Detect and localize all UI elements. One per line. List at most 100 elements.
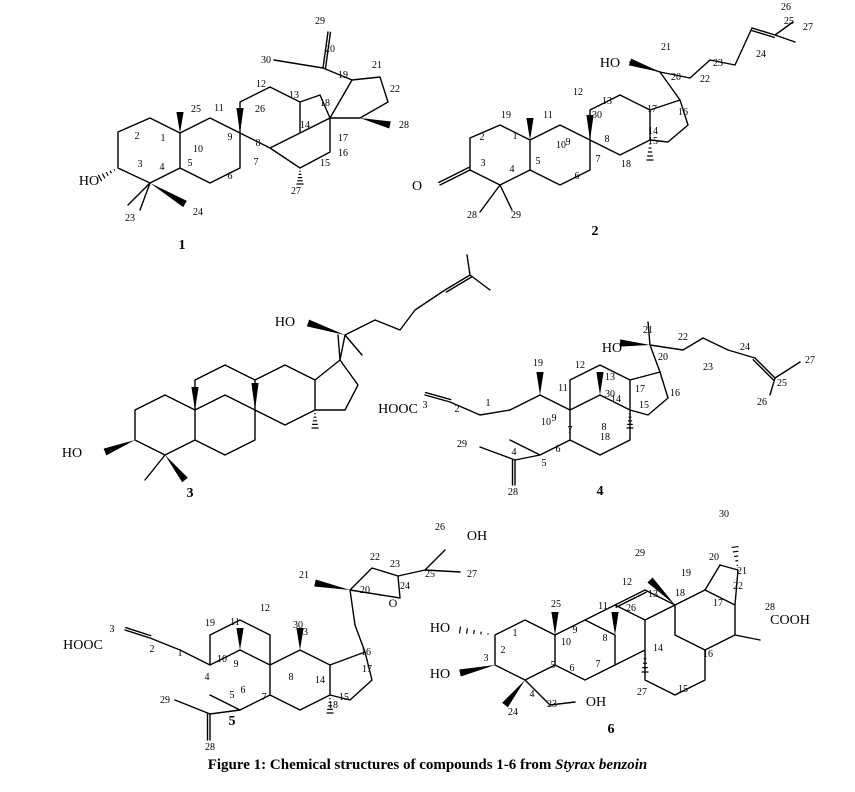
- undefined-atom-5: 5: [551, 660, 556, 671]
- undefined-atom-26: 26: [626, 603, 636, 614]
- undefined-atom-2: 2: [135, 131, 140, 142]
- undefined-atom-1: 1: [161, 133, 166, 144]
- undefined-atom-10: 10: [217, 654, 227, 665]
- undefined-atom-9: 9: [566, 137, 571, 148]
- undefined-atom-17: 17: [338, 133, 348, 144]
- undefined-atom-13: 13: [648, 589, 658, 600]
- undefined-atom-29: 29: [457, 439, 467, 450]
- undefined-atom-29: 29: [511, 210, 521, 221]
- undefined-atom-25: 25: [551, 599, 561, 610]
- undefined-atom-12: 12: [622, 577, 632, 588]
- undefined-atom-7: 7: [596, 659, 601, 670]
- undefined-atom-4: 4: [512, 447, 517, 458]
- undefined-atom-24: 24: [193, 207, 203, 218]
- hydroxyl-label-6-23: OH: [586, 695, 606, 710]
- undefined-atom-14: 14: [653, 643, 663, 654]
- hydroxyl-label-5-25: OH: [467, 529, 487, 544]
- undefined-atom-28: 28: [765, 602, 775, 613]
- undefined-atom-28: 28: [467, 210, 477, 221]
- undefined-atom-23: 23: [547, 699, 557, 710]
- undefined-atom-13: 13: [289, 90, 299, 101]
- undefined-atom-12: 12: [256, 79, 266, 90]
- undefined-atom-1: 1: [513, 131, 518, 142]
- undefined-atom-30: 30: [605, 389, 615, 400]
- undefined-atom-5: 5: [230, 690, 235, 701]
- undefined-atom-11: 11: [598, 601, 608, 612]
- undefined-atom-16: 16: [338, 148, 348, 159]
- undefined-atom-3: 3: [110, 624, 115, 635]
- hydroxyl-label-6-2: HO: [430, 621, 450, 636]
- compound-label-5: 5: [229, 714, 236, 729]
- undefined-atom-24: 24: [508, 707, 518, 718]
- undefined-atom-3: 3: [481, 158, 486, 169]
- undefined-atom-18: 18: [600, 432, 610, 443]
- undefined-atom-27: 27: [291, 186, 301, 197]
- undefined-atom-17: 17: [635, 384, 645, 395]
- undefined-atom-30: 30: [719, 509, 729, 520]
- undefined-atom-4: 4: [510, 164, 515, 175]
- undefined-atom-1: 1: [178, 648, 183, 659]
- undefined-atom-7: 7: [254, 157, 259, 168]
- undefined-atom-25: 25: [784, 16, 794, 27]
- undefined-atom-10: 10: [193, 144, 203, 155]
- undefined-atom-27: 27: [803, 22, 813, 33]
- undefined-atom-25: 25: [425, 569, 435, 580]
- undefined-atom-30: 30: [261, 55, 271, 66]
- undefined-atom-5: 5: [188, 158, 193, 169]
- undefined-atom-20: 20: [325, 44, 335, 55]
- undefined-atom-27: 27: [805, 355, 815, 366]
- undefined-atom-8: 8: [605, 134, 610, 145]
- undefined-atom-5: 5: [536, 156, 541, 167]
- undefined-atom-11: 11: [543, 110, 553, 121]
- undefined-atom-10: 10: [556, 140, 566, 151]
- undefined-atom-12: 12: [260, 603, 270, 614]
- compound-label-2: 2: [592, 224, 599, 239]
- undefined-atom-26: 26: [781, 2, 791, 13]
- undefined-atom-15: 15: [320, 158, 330, 169]
- undefined-atom-9: 9: [573, 625, 578, 636]
- undefined-atom-1: 1: [486, 398, 491, 409]
- undefined-atom-23: 23: [125, 213, 135, 224]
- undefined-atom-14: 14: [648, 126, 658, 137]
- undefined-atom-3: 3: [484, 653, 489, 664]
- undefined-atom-28: 28: [399, 120, 409, 131]
- undefined-atom-6: 6: [570, 663, 575, 674]
- undefined-atom-21: 21: [737, 566, 747, 577]
- undefined-atom-29: 29: [315, 16, 325, 27]
- undefined-atom-15: 15: [339, 692, 349, 703]
- undefined-atom-20: 20: [709, 552, 719, 563]
- undefined-atom-22: 22: [390, 84, 400, 95]
- undefined-atom-20: 20: [658, 352, 668, 363]
- undefined-atom-16: 16: [361, 647, 371, 658]
- hydroxyl-label-6-3: HO: [430, 667, 450, 682]
- undefined-atom-28: 28: [508, 487, 518, 498]
- undefined-atom-4: 4: [205, 672, 210, 683]
- hydroxyl-label-1-3: HO: [79, 174, 99, 189]
- undefined-atom-23: 23: [713, 58, 723, 69]
- undefined-atom-24: 24: [756, 49, 766, 60]
- caption-prefix: Figure 1: Chemical structures of compoun…: [207, 757, 552, 773]
- hydroxyl-label-2-20: HO: [600, 56, 620, 71]
- undefined-atom-17: 17: [647, 104, 657, 115]
- undefined-atom-30: 30: [592, 110, 602, 121]
- compound-label-3: 3: [187, 486, 194, 501]
- undefined-atom-24: 24: [400, 581, 410, 592]
- carboxyl-label-4-3: HOOC: [378, 402, 418, 417]
- undefined-atom-18: 18: [675, 588, 685, 599]
- undefined-atom-11: 11: [558, 383, 568, 394]
- undefined-atom-13: 13: [298, 627, 308, 638]
- undefined-atom-16: 16: [670, 388, 680, 399]
- carboxyl-label-6-28: COOH: [770, 613, 810, 628]
- compound-label-1: 1: [179, 238, 186, 253]
- undefined-atom-8: 8: [602, 422, 607, 433]
- undefined-atom-21: 21: [661, 42, 671, 53]
- undefined-atom-9: 9: [234, 659, 239, 670]
- undefined-atom-20: 20: [360, 585, 370, 596]
- undefined-atom-26: 26: [757, 397, 767, 408]
- undefined-atom-21: 21: [372, 60, 382, 71]
- undefined-atom-26: 26: [435, 522, 445, 533]
- undefined-atom-10: 10: [561, 637, 571, 648]
- undefined-atom-6: 6: [241, 685, 246, 696]
